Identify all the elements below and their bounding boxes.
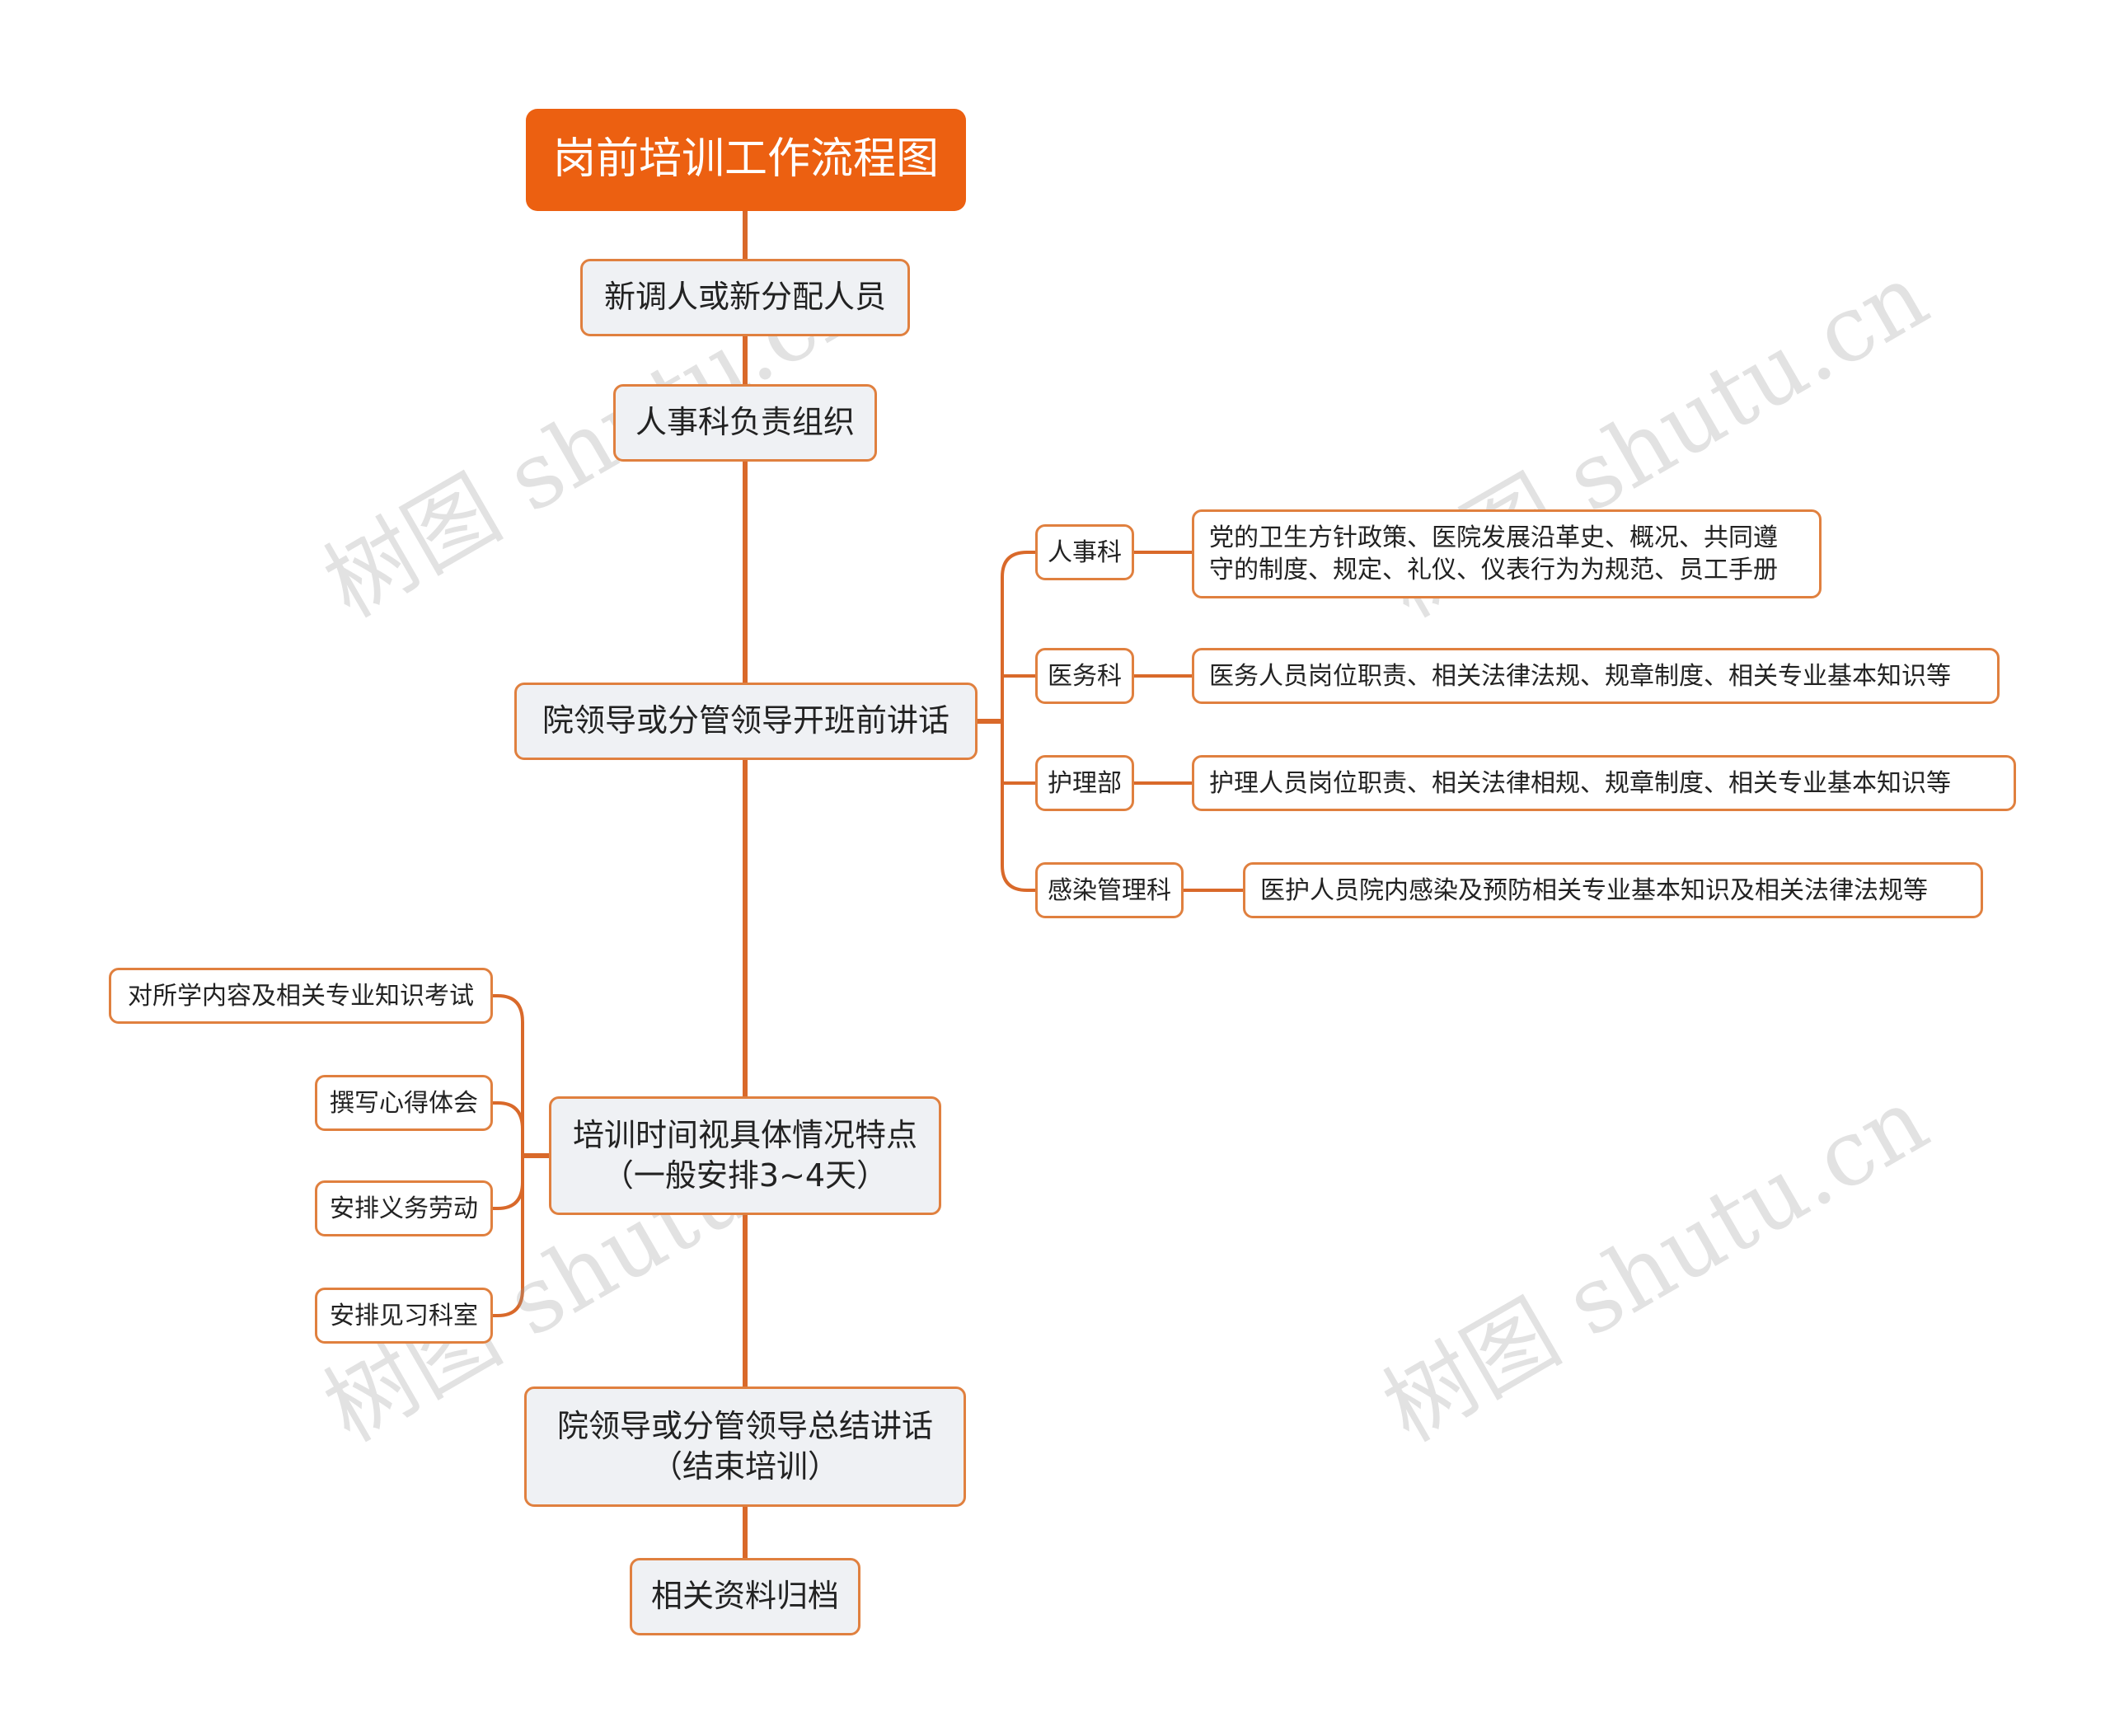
activity-reflection[interactable]: 撰写心得体会 [315,1075,493,1131]
content-label: 医护人员院内感染及预防相关专业基本知识及相关法律法规等 [1260,875,1928,905]
dept-medical-affairs[interactable]: 医务科 [1035,648,1134,704]
step-label: 院领导或分管领导总结讲话 （结束培训） [556,1407,933,1485]
root-topic[interactable]: 岗前培训工作流程图 [526,109,966,211]
dept-infection-control[interactable]: 感染管理科 [1035,862,1184,918]
step-label: 相关资料归档 [650,1578,839,1615]
step-label: 新调人或新分配人员 [603,279,886,316]
activity-label: 安排义务劳动 [330,1194,478,1223]
activity-label: 对所学内容及相关专业知识考试 [128,981,474,1011]
dept-label: 医务科 [1048,661,1122,691]
content-label: 医务人员岗位职责、相关法律法规、规章制度、相关专业基本知识等 [1209,661,1951,691]
content-label: 党的卫生方针政策、医院发展沿革史、概况、共同遵 守的制度、规定、礼仪、仪表行为为… [1209,523,1778,584]
content-hr[interactable]: 党的卫生方针政策、医院发展沿革史、概况、共同遵 守的制度、规定、礼仪、仪表行为为… [1192,509,1822,598]
content-label: 护理人员岗位职责、相关法律相规、规章制度、相关专业基本知识等 [1209,768,1951,798]
step-training-duration[interactable]: 培训时间视具体情况特点 （一般安排3~4天） [549,1096,941,1215]
activity-volunteer-labor[interactable]: 安排义务劳动 [315,1180,493,1236]
content-nursing[interactable]: 护理人员岗位职责、相关法律相规、规章制度、相关专业基本知识等 [1192,755,2016,811]
step-label: 培训时间视具体情况特点 （一般安排3~4天） [572,1116,917,1194]
step-opening-speech[interactable]: 院领导或分管领导开班前讲话 [514,683,978,760]
content-medical-affairs[interactable]: 医务人员岗位职责、相关法律法规、规章制度、相关专业基本知识等 [1192,648,2000,704]
root-topic-label: 岗前培训工作流程图 [552,134,939,185]
step-new-staff[interactable]: 新调人或新分配人员 [580,259,910,336]
step-hr-organize[interactable]: 人事科负责组织 [613,384,877,462]
activity-label: 安排见习科室 [330,1301,478,1330]
dept-nursing[interactable]: 护理部 [1035,755,1134,811]
content-infection-control[interactable]: 医护人员院内感染及预防相关专业基本知识及相关法律法规等 [1243,862,1983,918]
step-closing-speech[interactable]: 院领导或分管领导总结讲话 （结束培训） [524,1386,966,1507]
dept-label: 人事科 [1048,537,1122,567]
activity-label: 撰写心得体会 [330,1088,478,1118]
step-archive[interactable]: 相关资料归档 [630,1558,860,1635]
dept-hr[interactable]: 人事科 [1035,524,1134,580]
activity-department-visit[interactable]: 安排见习科室 [315,1288,493,1344]
dept-label: 护理部 [1048,768,1122,798]
dept-label: 感染管理科 [1048,875,1171,905]
step-label: 人事科负责组织 [635,404,855,441]
step-label: 院领导或分管领导开班前讲话 [542,702,950,739]
activity-exam[interactable]: 对所学内容及相关专业知识考试 [109,968,493,1024]
